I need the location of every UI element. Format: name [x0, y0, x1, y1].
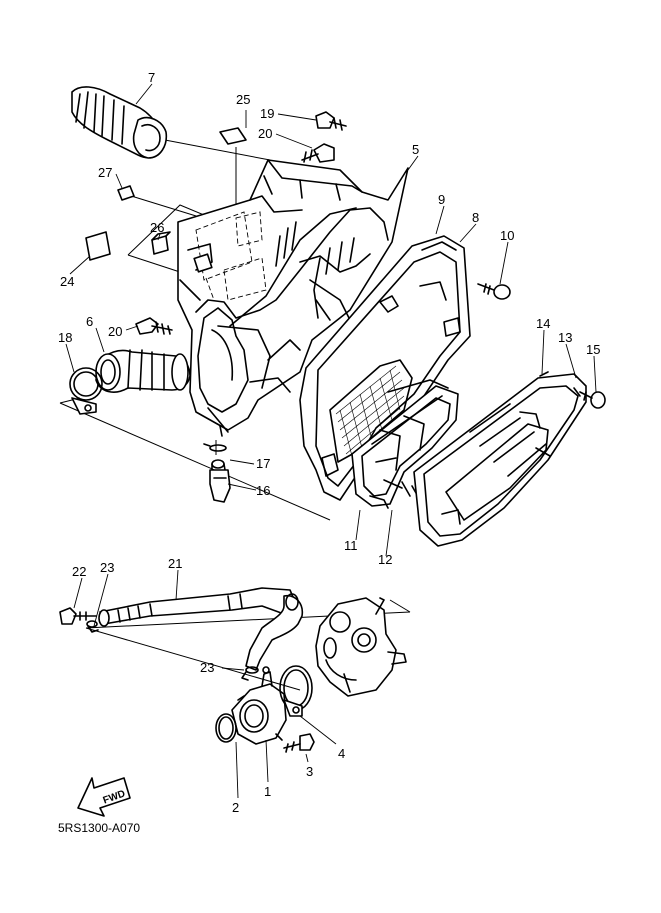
callout-22: 22	[72, 564, 86, 579]
callout-20-left: 20	[108, 324, 122, 339]
case-cap	[299, 235, 471, 501]
callout-24: 24	[60, 274, 74, 289]
callout-12: 12	[378, 552, 392, 567]
clip-23-lower	[241, 666, 259, 681]
air-cleaner-case	[177, 159, 409, 437]
callout-16: 16	[256, 483, 270, 498]
clamp-4	[279, 665, 313, 717]
callout-7: 7	[148, 70, 155, 85]
carburetor	[315, 597, 407, 697]
callout-8: 8	[472, 210, 479, 225]
callout-17: 17	[256, 456, 270, 471]
callout-4: 4	[338, 746, 345, 761]
callout-13: 13	[558, 330, 572, 345]
callout-2: 2	[232, 800, 239, 815]
small-parts-upper	[85, 127, 247, 261]
callout-23-upper: 23	[100, 560, 114, 575]
carburetor-joint	[231, 666, 287, 745]
callout-20-top: 20	[258, 126, 272, 141]
screw-10	[477, 283, 511, 300]
drain-plug	[203, 443, 231, 503]
callout-21: 21	[168, 556, 182, 571]
leader-lines	[65, 83, 597, 799]
callout-11: 11	[344, 538, 358, 553]
callout-1: 1	[264, 784, 271, 799]
fwd-arrow-icon: FWD	[77, 777, 131, 817]
callout-3: 3	[306, 764, 313, 779]
callout-19: 19	[260, 106, 274, 121]
joint-duct	[95, 349, 191, 393]
element-and-guide	[351, 379, 459, 509]
callout-5: 5	[412, 142, 419, 157]
callout-26: 26	[150, 220, 164, 235]
o-ring	[215, 713, 237, 743]
outer-cover	[413, 371, 587, 547]
callout-14: 14	[536, 316, 550, 331]
intake-duct	[71, 86, 168, 159]
callout-15: 15	[586, 342, 600, 357]
callout-6: 6	[86, 314, 93, 329]
bolt-left	[135, 317, 173, 335]
bolt-top	[301, 111, 347, 163]
hose	[98, 587, 304, 671]
callout-9: 9	[438, 192, 445, 207]
callout-23-lower: 23	[200, 660, 214, 675]
callout-25: 25	[236, 92, 250, 107]
callout-27: 27	[98, 165, 112, 180]
bolt-3	[283, 733, 315, 753]
screw-15	[579, 391, 606, 409]
callout-10: 10	[500, 228, 514, 243]
clamp	[69, 367, 103, 415]
bolt-22	[59, 607, 99, 633]
diagram-code: 5RS1300-A070	[58, 821, 140, 835]
callout-18: 18	[58, 330, 72, 345]
callout-numbers: 7 25 19 20 27 26 24 5 9 8 10 14 13 15 18…	[58, 70, 600, 815]
